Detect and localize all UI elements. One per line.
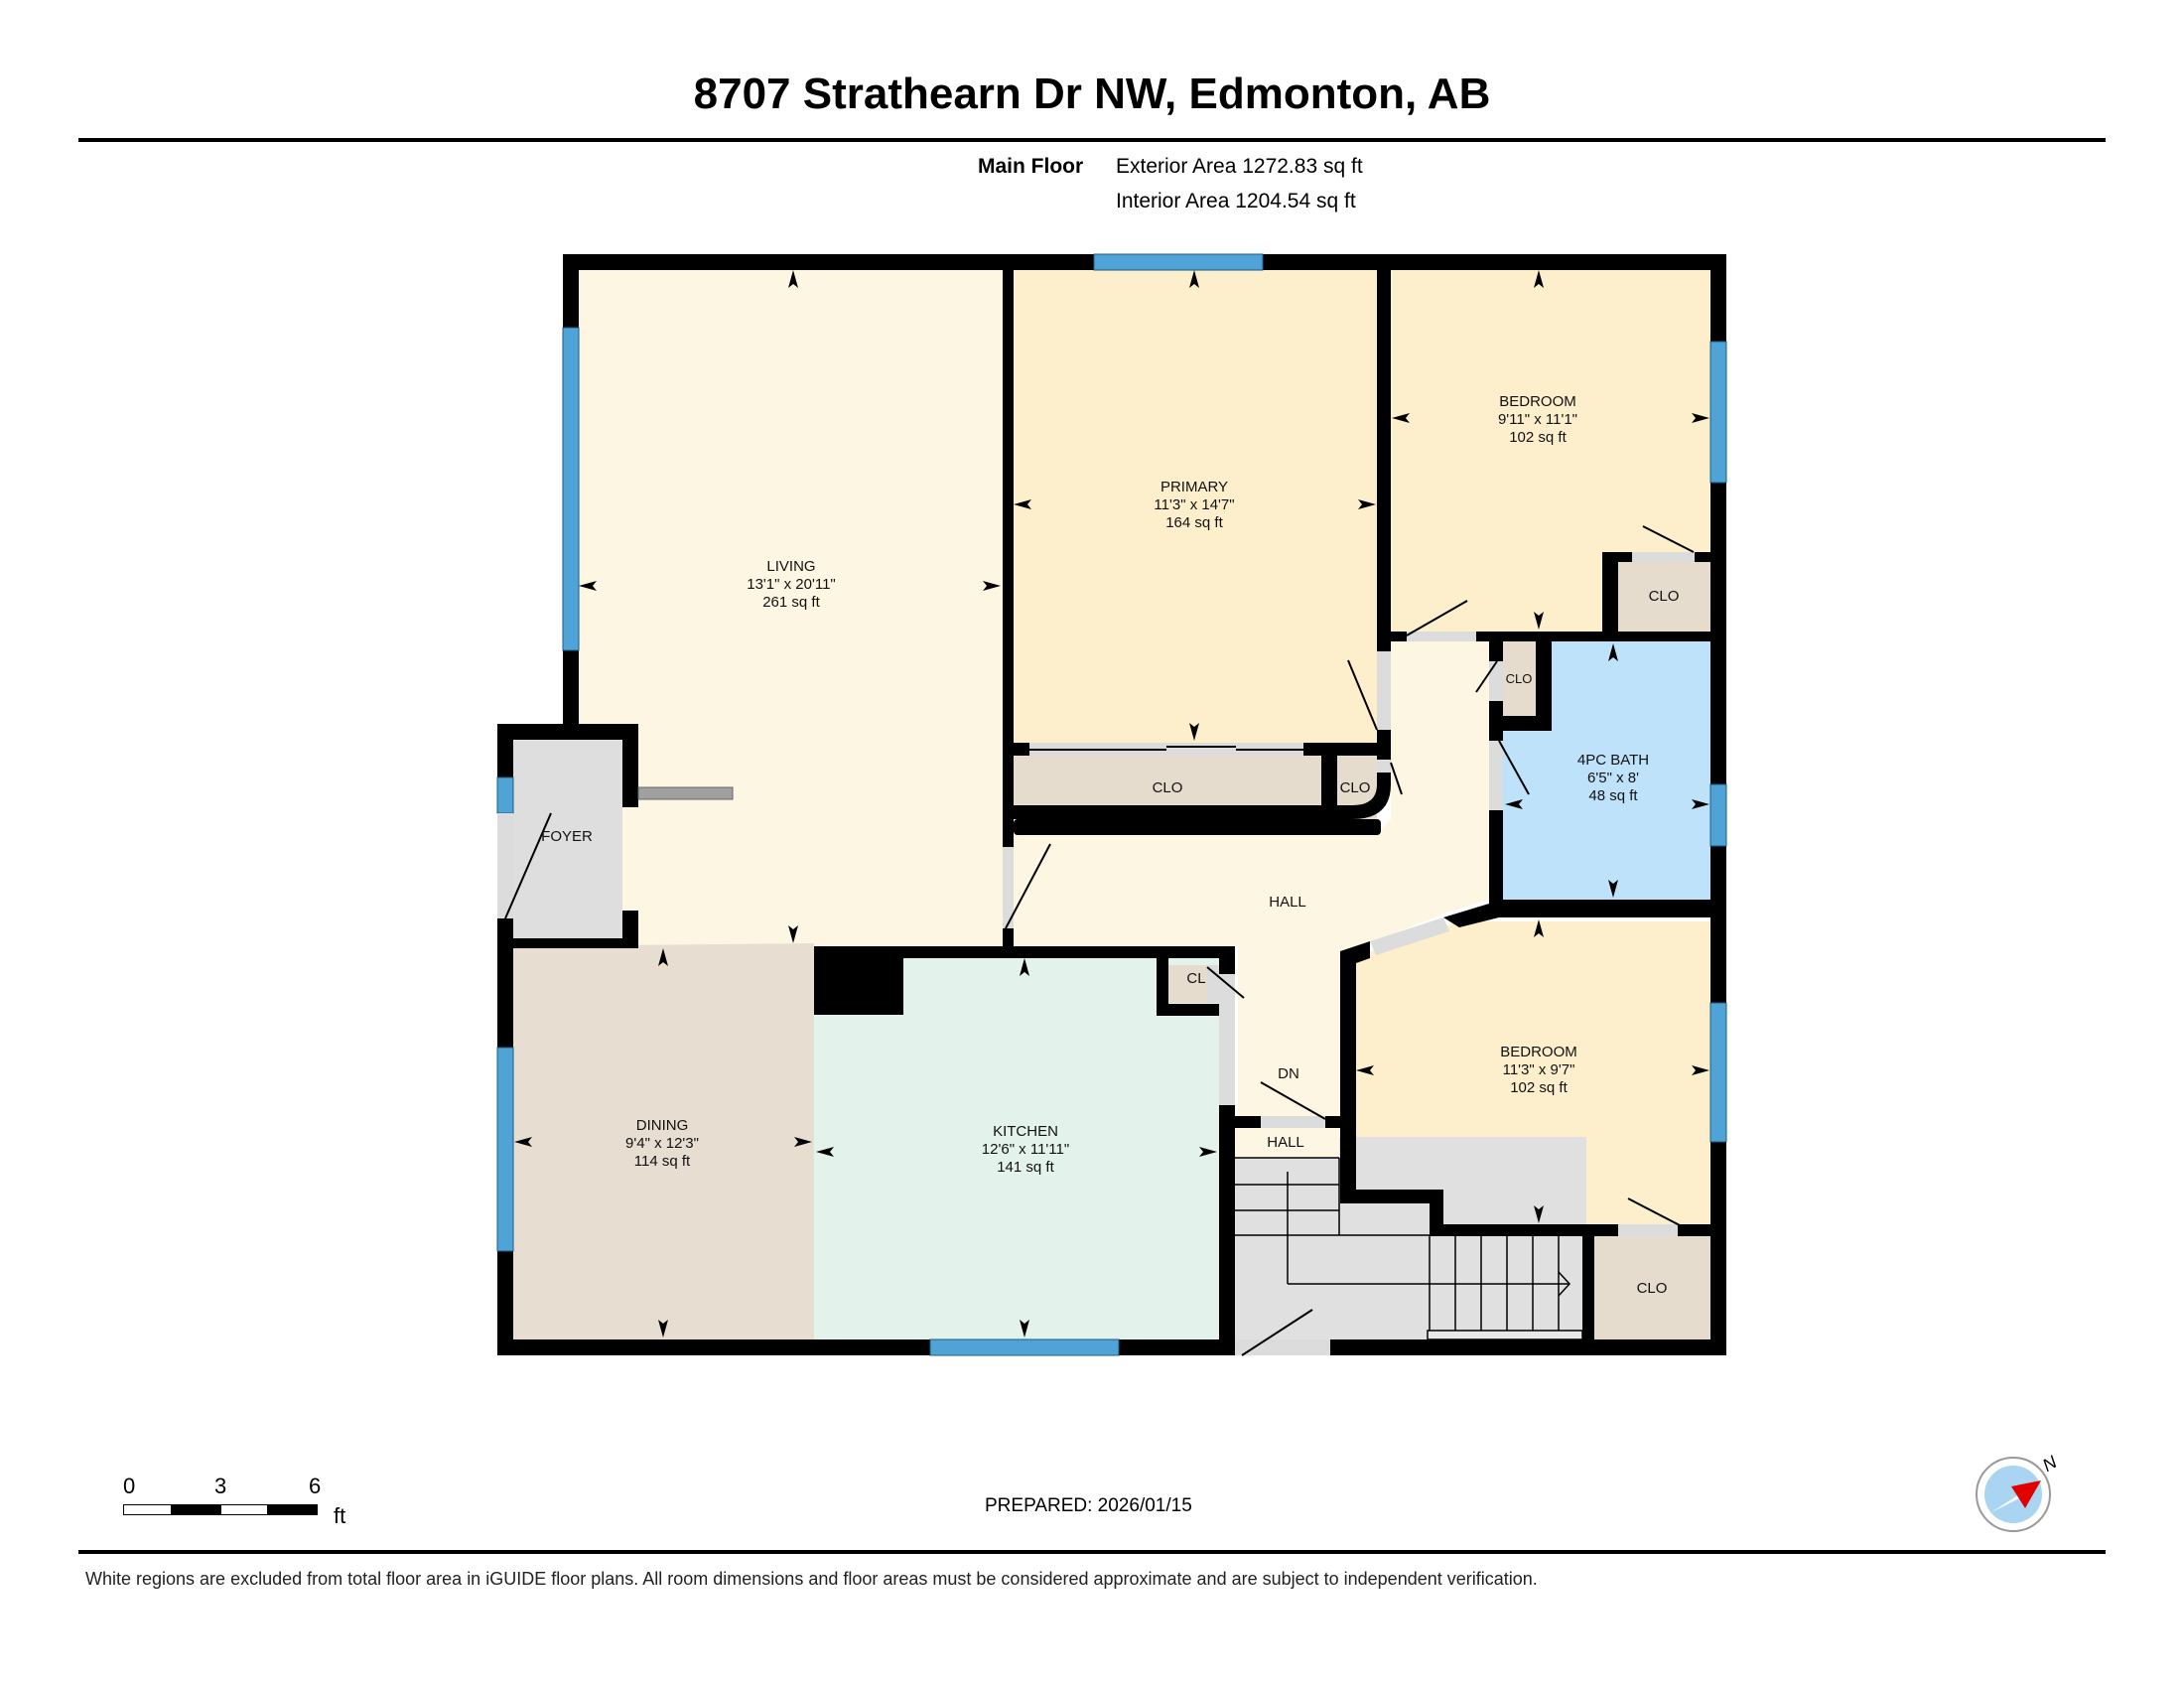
sliding-doors — [1029, 743, 1303, 756]
compass-icon: N — [1976, 1452, 2059, 1532]
closet-kitchen-label: CL — [1186, 970, 1205, 987]
scale-segment — [123, 1504, 172, 1515]
stairs-down-label: DN — [1278, 1065, 1299, 1082]
closet-bedroom-2 — [1594, 1236, 1710, 1339]
scale-label-6: 6 — [309, 1474, 322, 1498]
foyer-name: FOYER — [541, 828, 593, 845]
kitchen-area: 141 sq ft — [997, 1159, 1054, 1176]
lower-hall-name: HALL — [1267, 1134, 1304, 1151]
closet-bedroom2-label: CLO — [1637, 1280, 1668, 1297]
header-divider — [78, 138, 2106, 142]
closet-primary-small-label: CLO — [1340, 779, 1371, 796]
bath-area: 48 sq ft — [1588, 787, 1638, 804]
closet-hall — [1503, 641, 1536, 716]
bath-dims: 6'5" x 8' — [1587, 770, 1639, 786]
living-name: LIVING — [766, 558, 815, 575]
hall-name: HALL — [1269, 894, 1306, 911]
bedroom2-dims: 11'3" x 9'7" — [1503, 1061, 1575, 1078]
window-kitchen — [929, 1338, 1120, 1356]
primary-area: 164 sq ft — [1165, 514, 1223, 531]
bedroom1-area: 102 sq ft — [1509, 429, 1567, 446]
bedroom1-dims: 9'11" x 11'1" — [1498, 411, 1577, 428]
scale-unit: ft — [334, 1503, 346, 1528]
scale-segment — [267, 1504, 318, 1515]
closet-kitchen — [1166, 965, 1207, 1003]
scale-bar: 0 3 6 ft — [123, 1474, 361, 1533]
dining-dims: 9'4" x 12'3" — [625, 1135, 699, 1152]
window-primary — [1093, 253, 1264, 271]
closet-bedroom1-label: CLO — [1649, 588, 1680, 605]
window-bedroom-1 — [1709, 341, 1727, 484]
fireplace-hearth — [637, 786, 734, 800]
dimension-arrows — [514, 270, 1709, 1337]
window-foyer — [496, 776, 514, 814]
window-living — [562, 327, 580, 651]
hall — [1003, 641, 1489, 1122]
foyer — [513, 740, 622, 946]
stairs-area — [1235, 1137, 1586, 1339]
window-bedroom-2 — [1709, 1002, 1727, 1143]
scale-label-0: 0 — [123, 1474, 136, 1498]
footer-divider — [78, 1550, 2106, 1554]
doors — [497, 525, 1695, 1356]
stairs — [1235, 1157, 1583, 1340]
lower-hall — [1235, 1128, 1339, 1158]
disclaimer-text: White regions are excluded from total fl… — [85, 1569, 1538, 1589]
room-fills — [513, 270, 1710, 1339]
window-bath — [1709, 783, 1727, 847]
kitchen-dims: 12'6" x 11'11" — [982, 1141, 1069, 1158]
primary-name: PRIMARY — [1160, 479, 1228, 495]
closet-bedroom-1 — [1618, 562, 1710, 632]
primary-bedroom — [1014, 270, 1377, 743]
closet-primary-large-label: CLO — [1153, 779, 1183, 796]
windows — [496, 253, 1727, 1356]
prepared-date: PREPARED: 2026/01/15 — [985, 1495, 1192, 1516]
living-room — [579, 270, 1003, 946]
primary-dims: 11'3" x 14'7" — [1154, 496, 1234, 513]
scale-segment — [171, 1504, 221, 1515]
living-area: 261 sq ft — [762, 594, 820, 611]
living-dims: 13'1" x 20'11" — [747, 576, 836, 593]
page-title: 8707 Strathearn Dr NW, Edmonton, AB — [693, 70, 1491, 118]
dining-name: DINING — [636, 1117, 689, 1134]
kitchen — [814, 955, 1219, 1339]
bath-name: 4PC BATH — [1577, 752, 1649, 769]
scale-segment — [220, 1504, 268, 1515]
interior-area: Interior Area 1204.54 sq ft — [1116, 190, 1356, 212]
bedroom2-area: 102 sq ft — [1510, 1079, 1568, 1096]
exterior-area: Exterior Area 1272.83 sq ft — [1116, 155, 1363, 178]
floor-name: Main Floor — [978, 155, 1084, 178]
bedroom2-name: BEDROOM — [1500, 1044, 1577, 1060]
bedroom1-name: BEDROOM — [1499, 393, 1576, 410]
scale-label-3: 3 — [214, 1474, 227, 1498]
kitchen-name: KITCHEN — [993, 1123, 1058, 1140]
room-labels: LIVING 13'1" x 20'11" 261 sq ft PRIMARY … — [541, 393, 1679, 1297]
closet-hall-label: CLO — [1506, 671, 1533, 686]
dining-area: 114 sq ft — [634, 1153, 691, 1170]
dining-room — [513, 943, 814, 1339]
window-dining — [496, 1047, 514, 1252]
